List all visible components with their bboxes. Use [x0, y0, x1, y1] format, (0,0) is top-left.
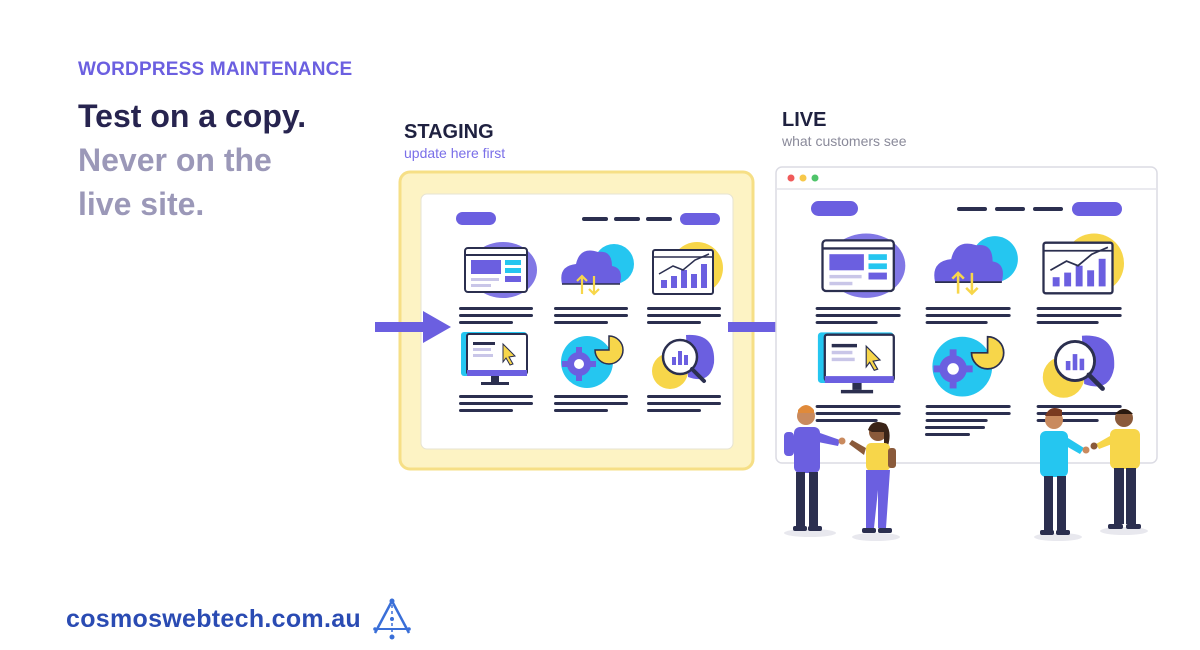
- dashboard-icon: [821, 232, 907, 300]
- growth-chart-icon: [652, 241, 724, 295]
- staging-title: STAGING: [404, 121, 494, 143]
- staging-subtitle: update here first: [404, 145, 506, 161]
- live-browser-window: [775, 166, 1158, 464]
- dashboard-icon: [464, 241, 538, 299]
- people-illustration: [784, 405, 1148, 541]
- headline: Test on a copy. Never on the live site.: [78, 94, 306, 226]
- headline-line-1: Test on a copy.: [78, 98, 307, 134]
- headline-line-3: live site.: [78, 186, 205, 222]
- footer-domain-link[interactable]: cosmoswebtech.com.au: [66, 604, 361, 633]
- live-subtitle: what customers see: [782, 133, 907, 149]
- live-title: LIVE: [782, 109, 827, 131]
- staging-frame: [398, 170, 755, 471]
- cosmos-logo-icon: [373, 598, 411, 640]
- headline-line-2: Never on the: [78, 142, 272, 178]
- eyebrow-label: WORDPRESS MAINTENANCE: [78, 59, 353, 80]
- growth-chart-icon: [1042, 232, 1126, 295]
- footer: cosmoswebtech.com.au: [66, 597, 413, 641]
